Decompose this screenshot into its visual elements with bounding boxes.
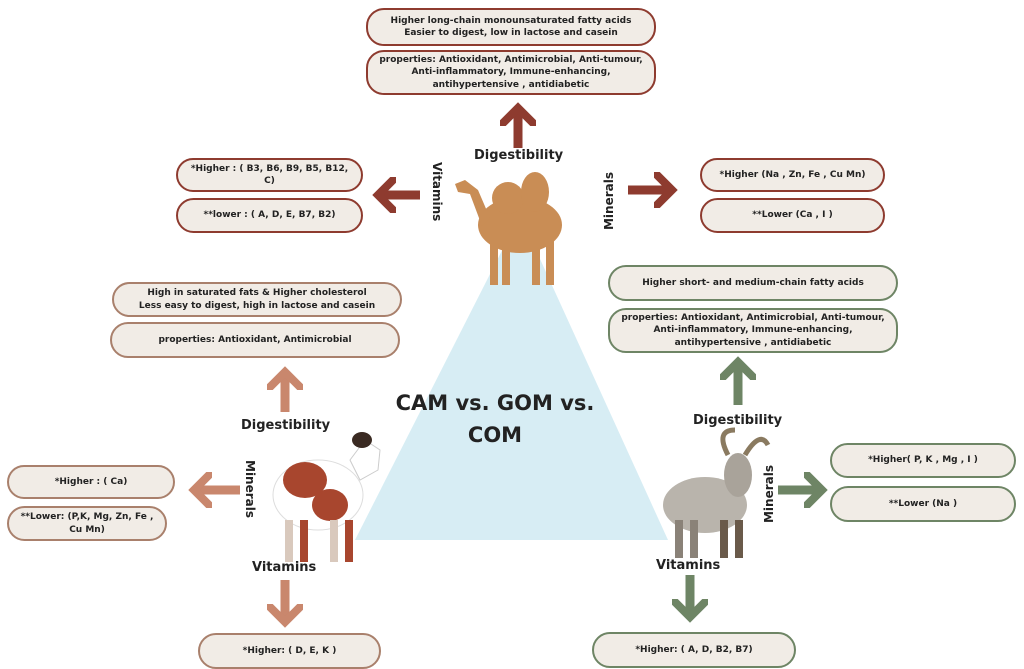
cow-digestibility-box-1: High in saturated fats & Higher choleste… (112, 282, 402, 317)
cow-illustration (272, 432, 381, 562)
goat-illustration (663, 427, 771, 558)
goat-properties-box: properties: Antioxidant, Antimicrobial, … (608, 308, 898, 353)
cow-minerals-higher-box: *Higher : ( Ca) (7, 465, 175, 499)
cow-minerals-lower-box: **Lower: (P,K, Mg, Zn, Fe , Cu Mn) (7, 506, 167, 541)
camel-vitamins-label: Vitamins (430, 162, 444, 222)
diagram-title: CAM vs. GOM vs. COM (395, 391, 595, 447)
goat-vitamins-higher-box: *Higher: ( A, D, B2, B7) (592, 632, 796, 668)
camel-minerals-higher-box: *Higher (Na , Zn, Fe , Cu Mn) (700, 158, 885, 192)
cow-minerals-label: Minerals (243, 460, 257, 519)
goat-minerals-higher-box: *Higher( P, K , Mg , I ) (830, 443, 1016, 478)
goat-minerals-label: Minerals (762, 465, 776, 524)
camel-minerals-label: Minerals (602, 172, 616, 231)
cow-properties-box: properties: Antioxidant, Antimicrobial (110, 322, 400, 358)
camel-vitamins-higher-box: *Higher : ( B3, B6, B9, B5, B12, C) (176, 158, 363, 192)
goat-vitamins-label: Vitamins (656, 558, 721, 573)
goat-digestibility-label: Digestibility (693, 413, 783, 428)
camel-digestibility-box-1: Higher long-chain monounsaturated fatty … (366, 8, 656, 46)
camel-digestibility-label: Digestibility (474, 148, 564, 163)
camel-illustration (455, 172, 562, 285)
cow-digestibility-label: Digestibility (241, 418, 331, 433)
comparison-triangle (355, 215, 668, 540)
camel-minerals-lower-box: **Lower (Ca , I ) (700, 198, 885, 233)
goat-minerals-lower-box: **Lower (Na ) (830, 486, 1016, 522)
cow-vitamins-higher-box: *Higher: ( D, E, K ) (198, 633, 381, 669)
camel-properties-box: properties: Antioxidant, Antimicrobial, … (366, 50, 656, 95)
goat-digestibility-box-1: Higher short- and medium-chain fatty aci… (608, 265, 898, 301)
camel-vitamins-lower-box: **lower : ( A, D, E, B7, B2) (176, 198, 363, 233)
cow-vitamins-label: Vitamins (252, 560, 317, 575)
